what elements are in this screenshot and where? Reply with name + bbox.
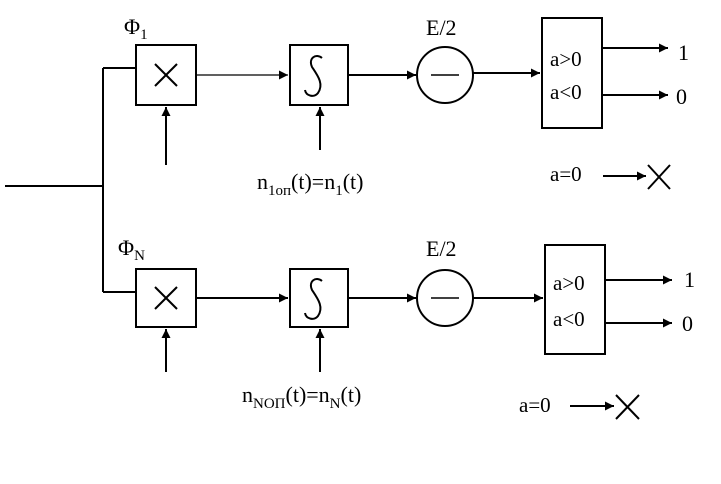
- bottom-zero-case-label: a=0: [519, 393, 551, 417]
- discard-icon: [615, 394, 640, 420]
- top-subtractor: [416, 46, 474, 104]
- top-noise-label: n1оп(t)=n1(t): [257, 169, 363, 199]
- bottom-integrator: [289, 268, 349, 328]
- bottom-multiplier: [135, 268, 197, 328]
- top-output-positive: 1: [678, 40, 689, 65]
- integral-icon: [304, 278, 323, 320]
- bottom-output-positive: 1: [684, 267, 695, 292]
- integral-icon: [304, 55, 323, 97]
- bottom-channel: ΦN nNОП(t)=nN(t) E/2 a>0: [118, 235, 695, 420]
- discard-icon: [647, 164, 671, 190]
- top-multiplier: [135, 44, 197, 106]
- bottom-subtractor: [416, 269, 474, 327]
- input-split: [5, 67, 136, 293]
- bottom-decision-negative: a<0: [553, 307, 585, 331]
- bottom-output-negative: 0: [682, 311, 693, 336]
- top-phi-label: Φ1: [124, 14, 148, 43]
- top-decision-negative: a<0: [550, 80, 582, 104]
- bottom-decision-block: a>0 a<0: [544, 244, 606, 355]
- multiply-icon: [154, 286, 178, 310]
- bottom-divider-label: E/2: [426, 236, 457, 261]
- top-channel: Φ1 n1оп(t)=n1(t) E/2 a>0: [124, 14, 689, 199]
- top-decision-block: a>0 a<0: [541, 17, 603, 129]
- bottom-phi-label: ΦN: [118, 235, 145, 264]
- top-zero-case-label: a=0: [550, 162, 582, 186]
- top-integrator: [289, 44, 349, 106]
- multiply-icon: [154, 63, 178, 87]
- top-output-negative: 0: [676, 84, 687, 109]
- bottom-decision-positive: a>0: [553, 271, 585, 295]
- bottom-noise-label: nNОП(t)=nN(t): [242, 382, 361, 412]
- top-divider-label: E/2: [426, 15, 457, 40]
- top-decision-positive: a>0: [550, 47, 582, 71]
